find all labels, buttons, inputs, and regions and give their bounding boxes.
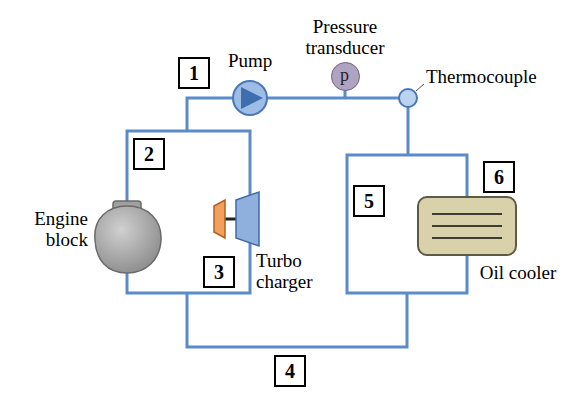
transducer-label: Pressure transducer — [290, 16, 400, 58]
callout-number: 1 — [178, 57, 210, 89]
callout-number-text: 1 — [180, 62, 208, 85]
callout-number-text: 4 — [276, 360, 304, 383]
transducer-symbol-text: p — [340, 65, 349, 86]
thermocouple-symbol — [399, 84, 424, 107]
engine-block-label: Engine block — [8, 208, 88, 250]
engine-block-symbol — [95, 201, 161, 273]
callout-number: 3 — [203, 256, 235, 288]
thermocouple-label: Thermocouple — [426, 66, 556, 87]
callout-number-text: 6 — [485, 166, 513, 189]
oil-cooler-label: Oil cooler — [478, 262, 558, 283]
turbocharger-symbol — [214, 192, 259, 246]
callout-number-text: 2 — [135, 143, 163, 166]
transducer-circle: p — [331, 62, 360, 91]
pump-label: Pump — [228, 50, 288, 71]
callout-number: 4 — [274, 355, 306, 387]
pump-symbol — [233, 81, 267, 115]
callout-number-text: 5 — [355, 190, 383, 213]
callout-number: 2 — [133, 138, 165, 170]
oil-pipes — [127, 90, 467, 347]
callout-number: 6 — [483, 161, 515, 193]
pressure-transducer: Pressure transducerp — [0, 0, 569, 1]
oil-cooler-symbol — [418, 197, 516, 255]
callout-number: 5 — [353, 185, 385, 217]
callout-number-text: 3 — [205, 261, 233, 284]
turbocharger-label: Turbo charger — [256, 250, 336, 292]
